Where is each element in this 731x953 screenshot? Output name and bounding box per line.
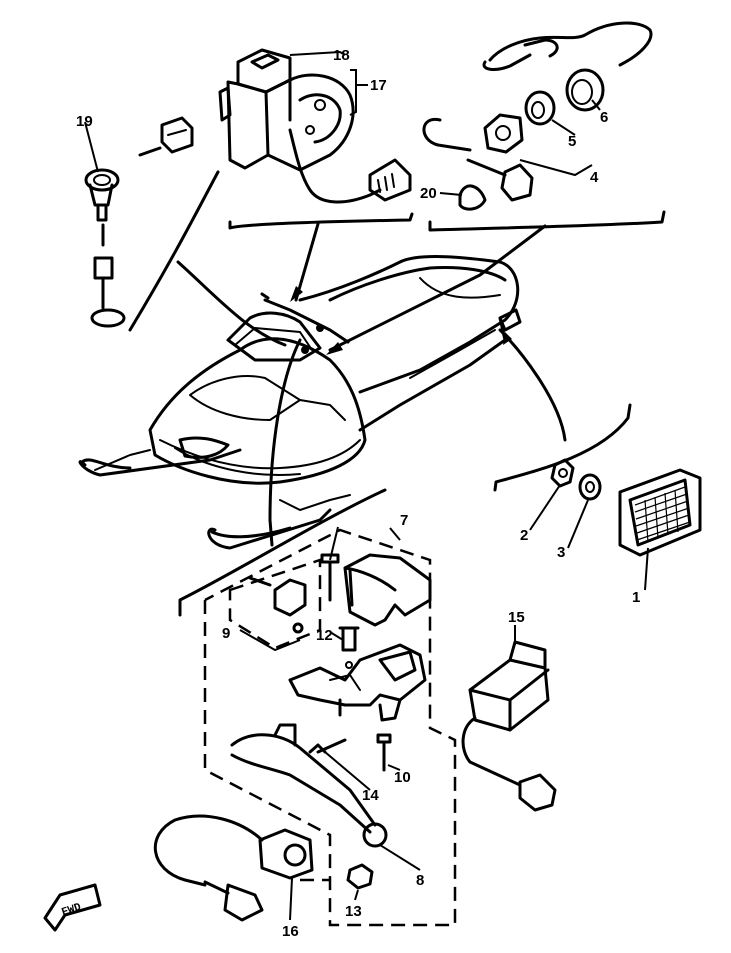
callout-3: 3	[557, 544, 565, 561]
callout-labels: 1 2 3 4 5 6 7 8 9 10 12 13 14 15 16 17 1…	[76, 47, 640, 940]
callout-12: 12	[316, 627, 333, 644]
callout-8: 8	[416, 872, 424, 889]
callout-16: 16	[282, 923, 299, 940]
callout-15: 15	[508, 609, 525, 626]
group-brackets	[128, 170, 666, 617]
lever-assembly-group	[153, 528, 557, 927]
charging-socket-group	[422, 21, 653, 211]
callout-6: 6	[600, 109, 608, 126]
callout-18: 18	[333, 47, 350, 64]
callout-20: 20	[420, 185, 437, 202]
callout-9: 9	[222, 625, 230, 642]
callout-10: 10	[394, 769, 411, 786]
callout-5: 5	[568, 133, 576, 150]
callout-4: 4	[590, 169, 599, 186]
callout-13: 13	[345, 903, 362, 920]
leader-lines	[84, 50, 649, 921]
accessory-plug	[84, 116, 194, 328]
headlight-assembly	[218, 48, 412, 204]
callout-2: 2	[520, 527, 528, 544]
forward-label: FWD	[60, 902, 83, 920]
callout-7: 7	[400, 512, 408, 529]
reflector-group	[550, 458, 702, 557]
callout-1: 1	[632, 589, 640, 606]
callout-17: 17	[370, 77, 387, 94]
snowmobile-illustration	[78, 255, 522, 550]
callout-14: 14	[362, 787, 379, 804]
forward-arrow-icon: FWD	[43, 883, 102, 932]
callout-19: 19	[76, 113, 93, 130]
